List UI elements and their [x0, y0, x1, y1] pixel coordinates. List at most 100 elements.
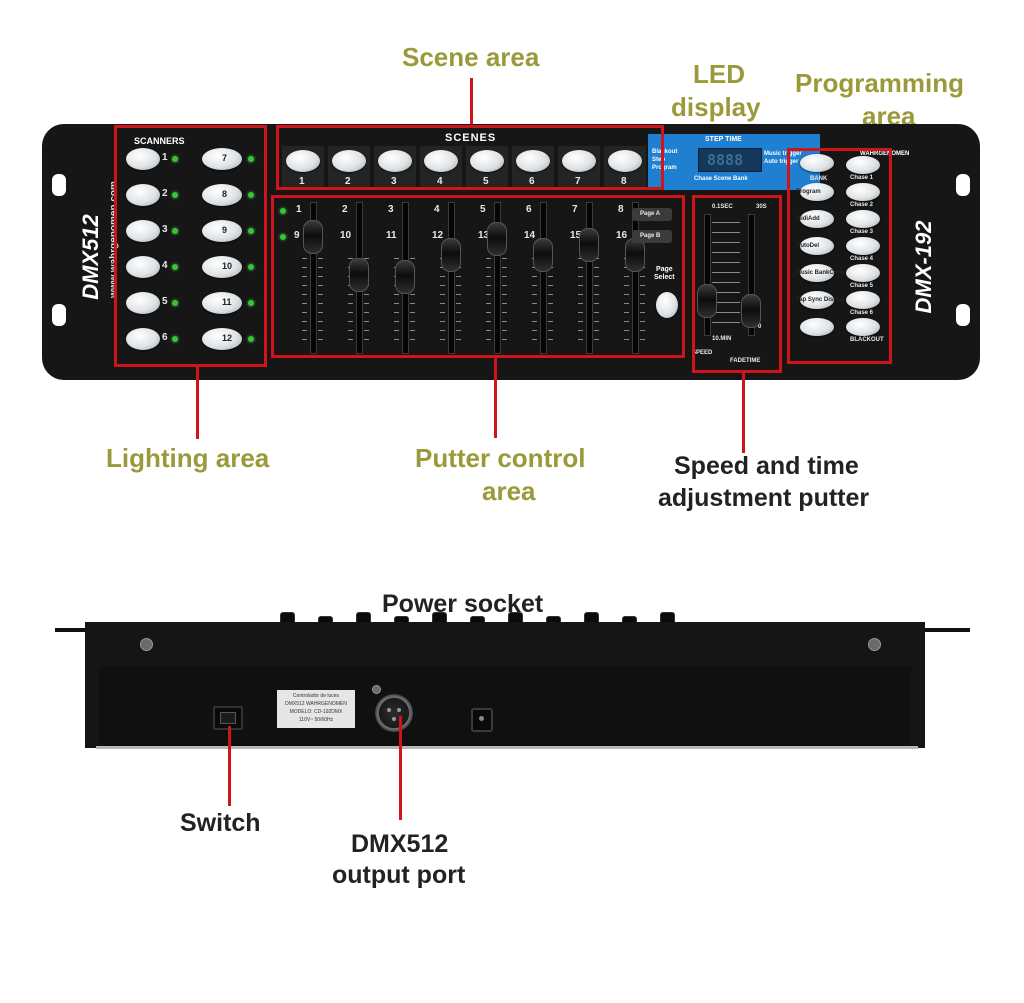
fader-tick: [348, 321, 353, 322]
fader-knob-1[interactable]: [303, 220, 323, 254]
fader-tick: [532, 276, 537, 277]
scene-number: 4: [437, 176, 443, 187]
speed-tick: [712, 242, 740, 243]
fader-number-top: 4: [434, 204, 440, 215]
fader-knob-5[interactable]: [487, 222, 507, 256]
chase-button-5[interactable]: [846, 264, 880, 282]
scanner-number: 5: [162, 296, 168, 307]
chase-label: Chase 1: [850, 175, 874, 181]
page-select-button[interactable]: [656, 292, 678, 318]
page-a-button[interactable]: Page A: [632, 208, 672, 221]
fader-tick: [394, 312, 399, 313]
scanner-led: [172, 192, 178, 198]
fader-knob-3[interactable]: [395, 260, 415, 294]
fader-tick: [594, 294, 599, 295]
lighting-area-callout: Lighting area: [106, 443, 270, 473]
fader-tick: [302, 258, 307, 259]
fader-tick: [318, 312, 323, 313]
scanner-button-11[interactable]: [202, 292, 242, 314]
scanner-number: 3: [162, 224, 168, 235]
speed-track: [704, 214, 711, 336]
fader-tick: [302, 312, 307, 313]
fade-fader-knob[interactable]: [741, 294, 761, 328]
speed-label: SPEED: [692, 350, 713, 356]
chase-label: Chase 6: [850, 310, 874, 316]
side-model-label: DMX512: [78, 214, 103, 300]
scanner-button-12[interactable]: [202, 328, 242, 350]
program-function-button[interactable]: [800, 183, 834, 201]
bank-up-button[interactable]: [800, 154, 834, 172]
fader-tick: [624, 339, 629, 340]
scene-button-1[interactable]: [286, 150, 320, 172]
program-function-button[interactable]: [800, 264, 834, 282]
chase-button-4[interactable]: [846, 237, 880, 255]
fader-tick: [578, 339, 583, 340]
program-function-button[interactable]: [800, 318, 834, 336]
led-readout: 8888: [698, 148, 762, 172]
program-function-button[interactable]: [800, 237, 834, 255]
speed-time-callout-line1: Speed and time: [674, 452, 859, 480]
scanner-button-6[interactable]: [126, 328, 160, 350]
scanner-button-3[interactable]: [126, 220, 160, 242]
fader-tick: [640, 285, 645, 286]
fader-tick: [624, 312, 629, 313]
fader-number-bottom: 10: [340, 230, 352, 241]
scene-button-2[interactable]: [332, 150, 366, 172]
fader-tick: [394, 339, 399, 340]
scene-button-8[interactable]: [608, 150, 642, 172]
scanner-led: [248, 192, 254, 198]
fader-knob-7[interactable]: [579, 228, 599, 262]
chase-button-1[interactable]: [846, 156, 880, 174]
speed-fader-knob[interactable]: [697, 284, 717, 318]
dmx-output-callout-line1: DMX512: [351, 830, 449, 858]
fader-tick: [440, 312, 445, 313]
power-socket[interactable]: [471, 708, 493, 732]
led-display-callout-line1: LED: [693, 59, 745, 89]
fader-tick: [640, 294, 645, 295]
chase-button-2[interactable]: [846, 183, 880, 201]
blackout-legend-line: Blackout: [652, 149, 678, 155]
fader-tick: [532, 321, 537, 322]
fader-tick: [410, 258, 415, 259]
page-b-button[interactable]: Page B: [632, 230, 672, 243]
scanner-button-9[interactable]: [202, 220, 242, 242]
scene-button-3[interactable]: [378, 150, 412, 172]
speed-tick: [712, 292, 740, 293]
fader-knob-4[interactable]: [441, 238, 461, 272]
right-model-label: DMX-192: [911, 220, 936, 314]
dmx-output-pointer: [399, 716, 402, 820]
scanner-button-1[interactable]: [126, 148, 160, 170]
step-time-label: STEP TIME: [705, 136, 742, 143]
scanner-number: 1: [162, 152, 168, 163]
scanner-button-7[interactable]: [202, 148, 242, 170]
dmx-pin-3: [392, 717, 396, 721]
chase-button-6[interactable]: [846, 291, 880, 309]
sticker-line: 110V~ 50/60Hz: [298, 717, 334, 723]
chase-button-7[interactable]: [846, 318, 880, 336]
fader-knob-2[interactable]: [349, 258, 369, 292]
fader-tick: [548, 276, 553, 277]
scanner-button-2[interactable]: [126, 184, 160, 206]
fader-tick: [394, 330, 399, 331]
scene-button-5[interactable]: [470, 150, 504, 172]
dmx-output-port[interactable]: [375, 694, 413, 732]
scene-button-6[interactable]: [516, 150, 550, 172]
fader-number-top: 3: [388, 204, 394, 215]
program-function-button[interactable]: [800, 291, 834, 309]
scanner-button-8[interactable]: [202, 184, 242, 206]
fader-tick: [364, 330, 369, 331]
scanner-button-4[interactable]: [126, 256, 160, 278]
bracket-hole-left-top: [52, 174, 66, 196]
fader-tick: [394, 303, 399, 304]
scanner-button-10[interactable]: [202, 256, 242, 278]
bracket-hole-left-bottom: [52, 304, 66, 326]
scene-button-7[interactable]: [562, 150, 596, 172]
scene-button-4[interactable]: [424, 150, 458, 172]
fader-tick: [348, 339, 353, 340]
program-function-button[interactable]: [800, 210, 834, 228]
fader-knob-6[interactable]: [533, 238, 553, 272]
scanner-button-5[interactable]: [126, 292, 160, 314]
chase-button-3[interactable]: [846, 210, 880, 228]
